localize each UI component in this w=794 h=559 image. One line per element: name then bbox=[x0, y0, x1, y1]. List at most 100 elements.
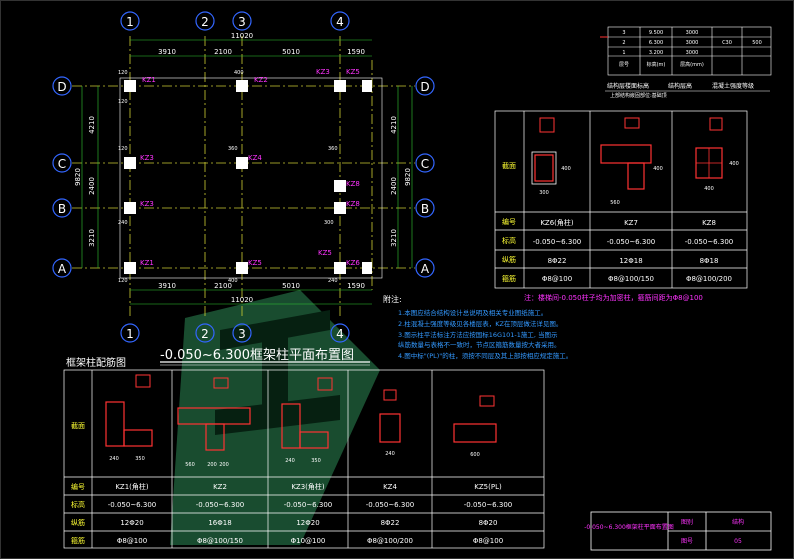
section-kz2: 560 200 200 bbox=[177, 377, 251, 468]
grid-label-2-top: 2 bbox=[201, 15, 209, 29]
column-mark bbox=[362, 262, 372, 274]
storey-head-height: 层高(mm) bbox=[680, 61, 704, 68]
section-dim-h: 400 bbox=[729, 161, 739, 167]
grid-label-4-bottom: 4 bbox=[336, 327, 344, 341]
top-dim-4: 1590 bbox=[347, 48, 365, 56]
note-line: 4.图中标"(PL)"的柱，须按不同层及其上部按相应规定施工。 bbox=[398, 351, 572, 360]
section-kz3: 240 350 bbox=[281, 377, 333, 464]
right-dim-3: 3210 bbox=[390, 229, 398, 247]
bottom-column-table: 截面 编号 标高 纵筋 箍筋 KZ1(角柱) KZ2 KZ3(角柱) KZ4 K… bbox=[63, 369, 545, 549]
grid-label-B-right: B bbox=[421, 202, 429, 216]
row-header-stirrup: 箍筋 bbox=[71, 536, 85, 545]
grid-label-3-top: 3 bbox=[238, 15, 246, 29]
storey-floor: 3 bbox=[622, 30, 625, 36]
grid-label-C-right: C bbox=[421, 157, 429, 171]
note-line: 3.图示柱平法标注方法应按国标16G101-1施工, 当图示 bbox=[398, 330, 558, 339]
column-dim-note: 400 bbox=[228, 278, 238, 284]
top-total-dim: 11020 bbox=[231, 32, 253, 40]
section-kz1: 240 350 bbox=[105, 374, 153, 462]
col-id: KZ5(PL) bbox=[474, 483, 502, 491]
col-id: KZ1(角柱) bbox=[115, 482, 149, 491]
bottom-total-dim: 11020 bbox=[231, 296, 253, 304]
section-dim-w: 560 bbox=[610, 200, 620, 206]
left-dim-2: 2400 bbox=[88, 177, 96, 195]
floor-plan: 1 2 3 4 1 2 3 4 D C B A bbox=[52, 11, 435, 369]
column-dim-note: 300 bbox=[324, 220, 334, 226]
storey-height: 3000 bbox=[686, 50, 699, 56]
col-elev: -0.050~6.300 bbox=[533, 238, 581, 246]
dimension-texts: 11020 3910 2100 5010 1590 3910 2100 5010… bbox=[74, 32, 412, 304]
right-dim-2: 2400 bbox=[390, 177, 398, 195]
column-dim-note: 240 bbox=[328, 278, 338, 284]
section-dim-h: 400 bbox=[561, 166, 571, 172]
row-header-id: 编号 bbox=[71, 482, 85, 491]
grid-label-4-top: 4 bbox=[336, 15, 344, 29]
col-id: KZ7 bbox=[624, 219, 638, 227]
section-kz5: 600 bbox=[453, 395, 497, 458]
column-tag: KZ3 bbox=[140, 154, 154, 162]
right-total-dim: 9820 bbox=[404, 168, 412, 186]
grid-bubbles-right: D C B A bbox=[415, 76, 435, 278]
column-mark bbox=[334, 80, 346, 92]
storey-footer-1: 结构层楼面标高 bbox=[607, 82, 649, 90]
section-dim: 200 bbox=[207, 462, 217, 468]
bottom-dim-2: 2100 bbox=[214, 282, 232, 290]
col-elev: -0.050~6.300 bbox=[366, 501, 414, 509]
section-kz4: 240 bbox=[379, 389, 401, 457]
column-mark bbox=[236, 262, 248, 274]
watermark bbox=[170, 290, 380, 545]
grid-label-2-bottom: 2 bbox=[201, 327, 209, 341]
note-line: 2.柱混凝土强度等级见各楼层表，KZ在顶层做法详见图。 bbox=[398, 319, 562, 328]
grid-label-1-top: 1 bbox=[126, 15, 134, 29]
section-dim-w: 300 bbox=[539, 190, 549, 196]
row-header-elev: 标高 bbox=[502, 236, 516, 245]
col-stirrup: Φ8@100/150 bbox=[197, 537, 243, 545]
section-dim: 240 bbox=[285, 458, 295, 464]
storey-sub: 上部结构嵌固部位:基础顶 bbox=[610, 92, 667, 99]
column-mark bbox=[124, 157, 136, 169]
column-tag: KZ5 bbox=[248, 259, 262, 267]
value-number: 05 bbox=[734, 538, 742, 545]
top-dim-3: 5010 bbox=[282, 48, 300, 56]
storey-elev: 9.500 bbox=[649, 30, 663, 36]
left-dim-3: 3210 bbox=[88, 229, 96, 247]
column-mark bbox=[124, 80, 136, 92]
storey-elev: 3.200 bbox=[649, 50, 663, 56]
col-id: KZ3(角柱) bbox=[291, 482, 325, 491]
col-main: 8Φ22 bbox=[381, 519, 400, 527]
section-dim: 240 bbox=[109, 456, 119, 462]
column-dim-note: 120 bbox=[118, 278, 128, 284]
row-header-section: 截面 bbox=[502, 161, 516, 170]
section-dim: 200 bbox=[219, 462, 229, 468]
storey-footer-2: 结构层高 bbox=[668, 82, 692, 90]
storey-floor: 2 bbox=[622, 40, 625, 46]
grid-label-D-right: D bbox=[420, 80, 429, 94]
storey-elev: 6.300 bbox=[649, 40, 663, 46]
section-kz7: 560 400 bbox=[600, 117, 663, 206]
plan-title: -0.050~6.300框架柱平面布置图 bbox=[160, 348, 354, 363]
col-main: 16Φ18 bbox=[208, 519, 231, 527]
right-dim-1: 4210 bbox=[390, 116, 398, 134]
column-mark bbox=[334, 262, 346, 274]
section-dim-w: 400 bbox=[704, 186, 714, 192]
column-tag: KZ2 bbox=[254, 76, 268, 84]
section-dim: 600 bbox=[470, 452, 480, 458]
wall-outline bbox=[119, 77, 383, 279]
column-tag: KZ8 bbox=[346, 180, 360, 188]
col-stirrup: Φ8@100 bbox=[542, 275, 572, 283]
note-line: 纵筋数量与表格不一致时，节点区箍筋数量按大者采用。 bbox=[398, 340, 561, 349]
storey-extra: 500 bbox=[752, 40, 762, 46]
col-main: 12Φ20 bbox=[296, 519, 319, 527]
plan-columns: KZ1 KZ2 KZ3 KZ5 KZ3 KZ4 KZ8 KZ3 KZ8 KZ1 … bbox=[118, 68, 372, 284]
column-dim-note: 400 bbox=[234, 70, 244, 76]
column-mark bbox=[236, 80, 248, 92]
bottom-dim-3: 5010 bbox=[282, 282, 300, 290]
col-stirrup: Φ8@100 bbox=[473, 537, 503, 545]
col-main: 8Φ18 bbox=[700, 257, 719, 265]
title-block: -0.050~6.300框架柱平面布置图 图别 结构 图号 05 bbox=[584, 511, 772, 551]
section-dim-h: 400 bbox=[653, 166, 663, 172]
column-tag: KZ4 bbox=[248, 154, 262, 162]
grid-label-3-bottom: 3 bbox=[238, 327, 246, 341]
bottom-dim-4: 1590 bbox=[347, 282, 365, 290]
col-id: KZ8 bbox=[702, 219, 716, 227]
